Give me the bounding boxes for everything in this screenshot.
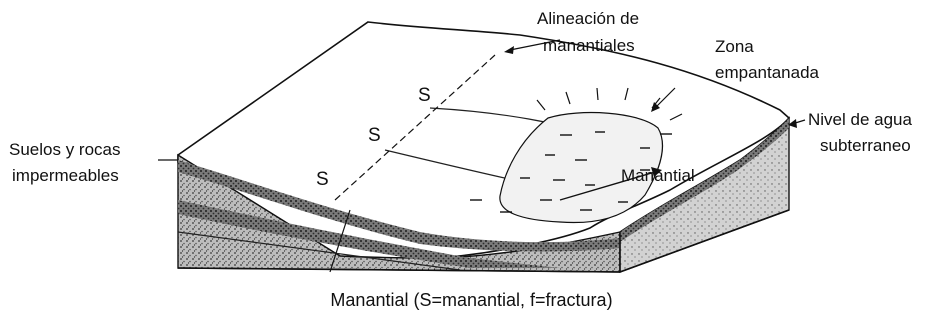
groundwater-label-1: Nivel de agua bbox=[808, 110, 912, 130]
groundwater-label-2: subterraneo bbox=[820, 136, 911, 156]
figure-caption: Manantial (S=manantial, f=fractura) bbox=[0, 290, 943, 311]
spring-label: Manantial bbox=[621, 166, 695, 186]
spring-marker-1: S bbox=[418, 86, 431, 106]
swamp-label-1: Zona bbox=[715, 37, 754, 57]
swamp-label-2: empantanada bbox=[715, 63, 819, 83]
alignment-label-1: Alineación de bbox=[537, 9, 639, 29]
impermeable-label-1: Suelos y rocas bbox=[9, 140, 121, 160]
spring-marker-2: S bbox=[368, 126, 381, 146]
spring-marker-3: S bbox=[316, 170, 329, 190]
impermeable-label-2: impermeables bbox=[12, 166, 119, 186]
alignment-label-2: manantiales bbox=[543, 36, 635, 56]
